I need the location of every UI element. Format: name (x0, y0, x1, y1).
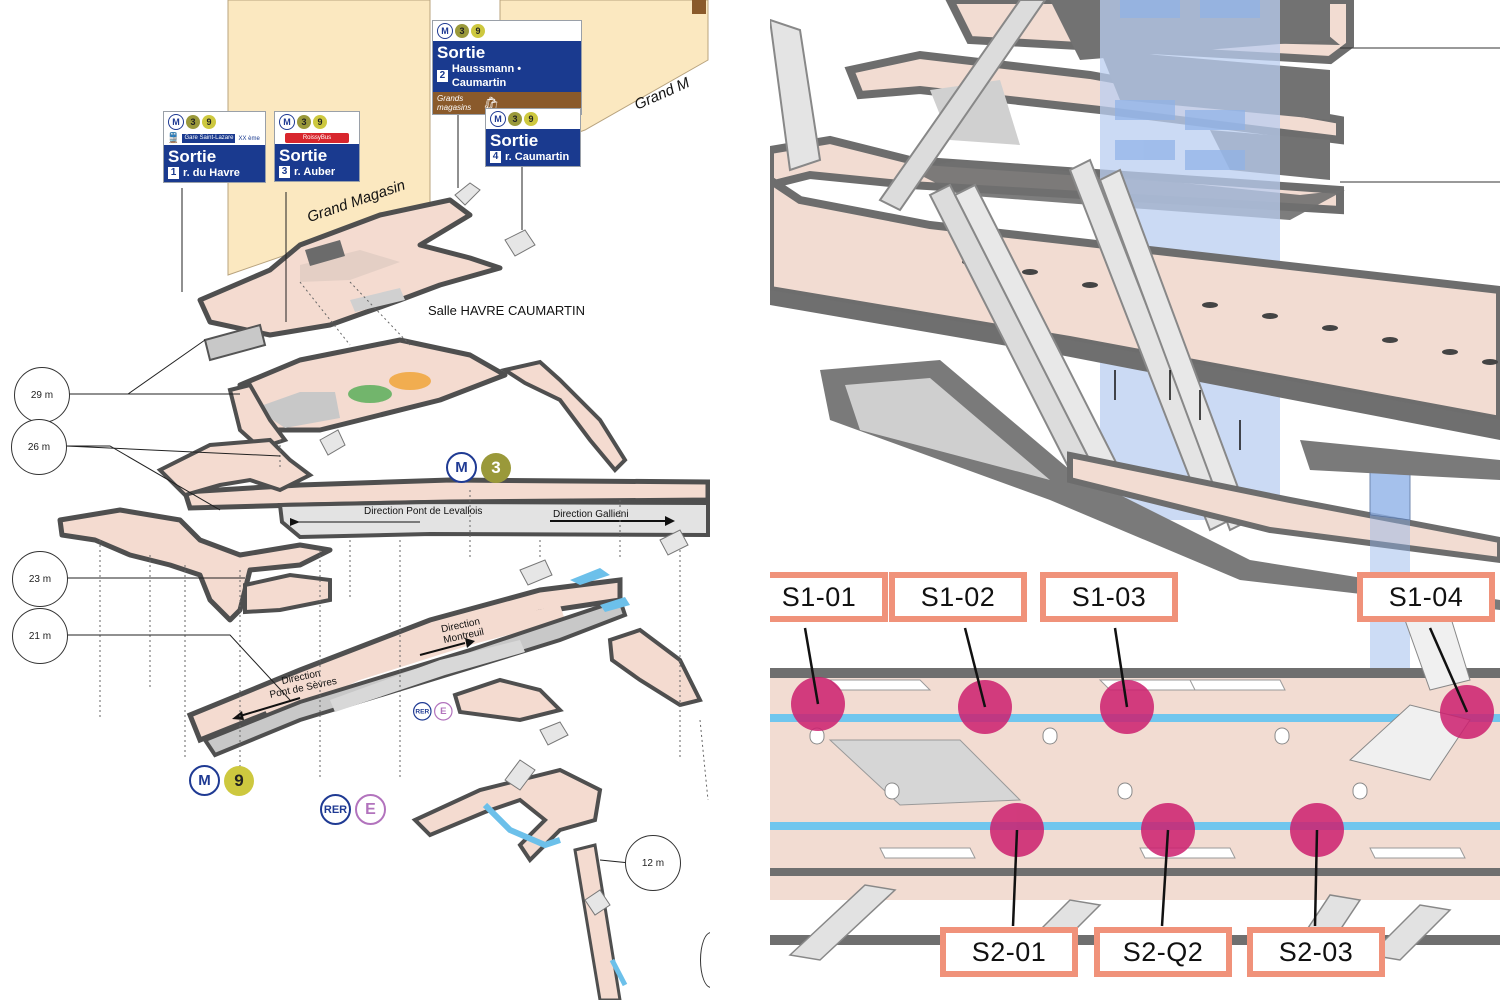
line-9-logo: M 9 (189, 765, 254, 796)
line-9-icon: 9 (202, 115, 216, 129)
metro-m-icon: M (446, 452, 477, 483)
escalators (319, 182, 689, 916)
exit-title: Sortie (168, 147, 217, 166)
right-map-drawing (770, 0, 1500, 961)
line3-level (156, 437, 710, 540)
line-3-logo: M 3 (446, 452, 511, 483)
line-e-icon: E (355, 794, 386, 825)
west-corridors (57, 507, 333, 623)
line-3-icon: 3 (297, 115, 311, 129)
metro-m-icon: M (279, 114, 295, 130)
rer-icon: RER (413, 702, 432, 721)
line-9-icon: 9 (471, 24, 485, 38)
rer-e-small-logo: RER E (413, 702, 453, 721)
exit-sign-4: M 3 9 Sortie 4 r. Caumartin (485, 108, 581, 167)
line-9-icon: 9 (224, 765, 254, 796)
line-9-icon: 9 (313, 115, 327, 129)
exit-number: 2 (437, 70, 448, 82)
metro-m-icon: M (189, 765, 220, 796)
exit-street: r. du Havre (183, 167, 240, 179)
exit-sign-3: M 3 9 RoissyBus Sortie 3 r. Auber (274, 111, 360, 182)
right-detail-map: S1-01 S1-02 S1-03 S1-04 S2-01 S2-Q2 S2-0… (770, 0, 1500, 1000)
line-3-icon: 3 (508, 112, 522, 126)
exit-street: Haussmann • Caumartin (451, 63, 522, 89)
mezzanine-level (197, 197, 503, 362)
exit-sign-1: M 3 9 🚆 Gare Saint-Lazare XX ème Sortie … (163, 111, 266, 183)
grands-magasins-label: Grands magasins (437, 94, 472, 112)
exit-title: Sortie (490, 131, 539, 150)
line-3-icon: 3 (455, 24, 469, 38)
metro-m-icon: M (490, 111, 506, 127)
line9-level (186, 568, 703, 758)
depth-marker: 29 m (14, 367, 70, 423)
line-e-icon: E (434, 702, 453, 721)
depth-marker: 23 m (12, 551, 68, 607)
exit-number: 4 (490, 151, 501, 163)
rer-e-logo: RER E (320, 794, 386, 825)
tag-pointers (803, 627, 1469, 927)
brown-marker (692, 0, 706, 14)
direction-gallieni: Direction Gallieni (553, 509, 629, 520)
shopping-bag-icon: 🛍 (483, 95, 499, 110)
metro-m-icon: M (437, 23, 453, 39)
exit-title: Sortie (437, 43, 486, 62)
arrondissement-label: XX ème (238, 135, 260, 142)
point-tag-s1-03: S1-03 (1040, 572, 1178, 622)
point-tag-s1-01: S1-01 (770, 572, 888, 622)
exit-number: 1 (168, 167, 179, 179)
exit-street: r. Caumartin (505, 151, 570, 163)
exit-number: 3 (279, 166, 290, 178)
direction-pont-de-levallois: Direction Pont de Levallois (364, 506, 483, 517)
salle-level (227, 337, 628, 473)
left-map-drawing (57, 0, 710, 1000)
depth-marker: 21 m (12, 608, 68, 664)
left-station-map: M 3 9 🚆 Gare Saint-Lazare XX ème Sortie … (0, 0, 710, 1000)
rer-level (411, 767, 628, 1000)
point-tag-s1-02: S1-02 (889, 572, 1027, 622)
train-icon: 🚆 (167, 133, 180, 144)
point-tag-s2-02: S2-Q2 (1094, 927, 1232, 977)
metro-m-icon: M (168, 114, 184, 130)
rer-icon: RER (320, 794, 351, 825)
depth-pointers (65, 339, 631, 864)
hall-label: Salle HAVRE CAUMARTIN (428, 303, 585, 318)
exit-title: Sortie (279, 146, 328, 165)
point-tag-s2-01: S2-01 (940, 927, 1078, 977)
depth-marker: 12 m (625, 835, 681, 891)
depth-marker: 26 m (11, 419, 67, 475)
line-9-icon: 9 (524, 112, 538, 126)
point-tag-s1-04: S1-04 (1357, 572, 1495, 622)
point-tag-s2-03: S2-03 (1247, 927, 1385, 977)
line-3-icon: 3 (481, 452, 511, 483)
benches (809, 727, 1368, 800)
dotted-connectors (99, 281, 709, 801)
roissybus-badge: RoissyBus (285, 133, 349, 143)
exit-street: r. Auber (294, 166, 336, 178)
gare-label: Gare Saint-Lazare (182, 134, 236, 143)
line-3-icon: 3 (186, 115, 200, 129)
